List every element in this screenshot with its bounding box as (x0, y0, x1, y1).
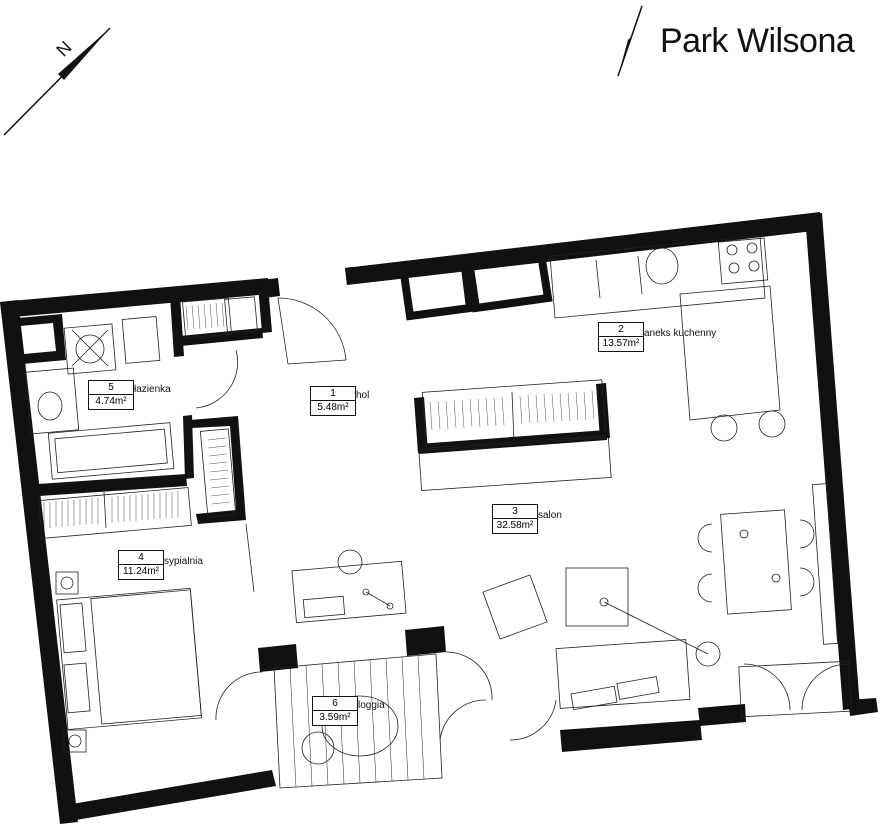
room-5-number: 5 (89, 381, 133, 395)
room-3-label: 3 32.58m² (492, 504, 538, 534)
room-4-name: sypialnia (164, 556, 203, 567)
exterior-walls (0, 212, 878, 824)
furniture-lines (25, 235, 852, 789)
room-4-number: 4 (119, 551, 163, 565)
interior-walls (18, 285, 610, 524)
brand-slash-icon (617, 5, 643, 77)
wardrobe-hatching (43, 302, 595, 528)
room-1-label: 1 5.48m² (310, 386, 356, 416)
room-3-area: 32.58m² (496, 520, 534, 531)
room-5-name: łazienka (134, 384, 171, 395)
room-1-number: 1 (311, 387, 355, 401)
room-3-name: salon (538, 510, 562, 521)
brand-title: Park Wilsona (660, 22, 855, 60)
room-5-area: 4.74m² (95, 396, 127, 407)
kitchen-window-niches (400, 259, 553, 321)
room-1-area: 5.48m² (317, 402, 349, 413)
room-1-name: hol (356, 390, 370, 401)
room-3-number: 3 (493, 505, 537, 519)
room-2-name: aneks kuchenny (644, 328, 717, 339)
room-6-label: 6 3.59m² (312, 696, 358, 726)
north-arrow-icon: N (3, 27, 111, 136)
room-2-label: 2 13.57m² (598, 322, 644, 352)
room-2-area: 13.57m² (602, 338, 640, 349)
room-6-number: 6 (313, 697, 357, 711)
room-4-label: 4 11.24m² (118, 550, 164, 580)
room-6-name: loggia (358, 700, 385, 711)
room-6-area: 3.59m² (319, 712, 351, 723)
room-2-number: 2 (599, 323, 643, 337)
room-4-area: 11.24m² (123, 566, 159, 577)
room-5-label: 5 4.74m² (88, 380, 134, 410)
north-letter: N (52, 37, 75, 60)
